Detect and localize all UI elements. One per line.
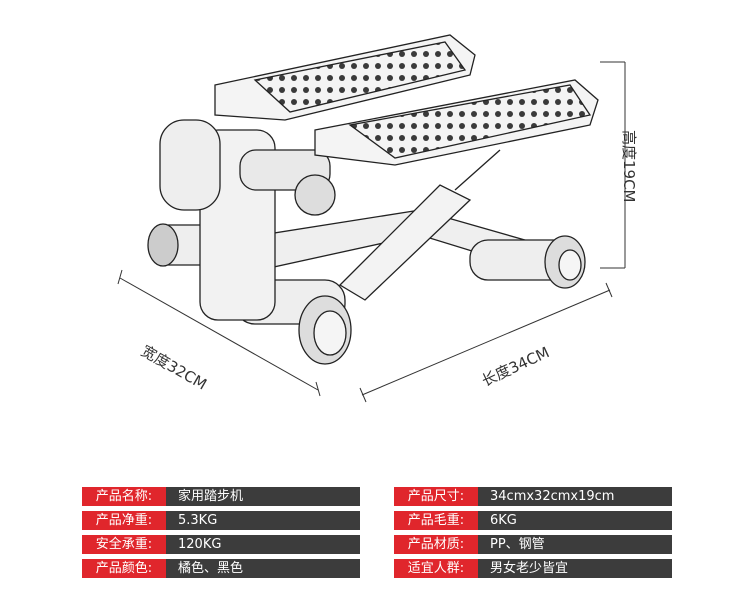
spec-row: 产品毛重: 6KG <box>394 511 672 530</box>
spec-row: 适宜人群: 男女老少皆宜 <box>394 559 672 578</box>
spec-key: 产品名称: <box>82 487 166 506</box>
spec-row: 产品尺寸: 34cmx32cmx19cm <box>394 487 672 506</box>
spec-value: 34cmx32cmx19cm <box>478 487 672 506</box>
spec-key: 安全承重: <box>82 535 166 554</box>
spec-value: 男女老少皆宜 <box>478 559 672 578</box>
spec-key: 产品材质: <box>394 535 478 554</box>
spec-value: 橘色、黑色 <box>166 559 360 578</box>
stepper-illustration <box>117 34 626 403</box>
spec-value: 家用踏步机 <box>166 487 360 506</box>
spec-key: 产品尺寸: <box>394 487 478 506</box>
spec-key: 产品净重: <box>82 511 166 530</box>
height-dimension-label: 高度19CM <box>620 130 638 203</box>
spec-key: 产品颜色: <box>82 559 166 578</box>
spec-value: 120KG <box>166 535 360 554</box>
spec-row: 产品名称: 家用踏步机 <box>82 487 360 506</box>
spec-row: 产品材质: PP、钢管 <box>394 535 672 554</box>
spec-value: PP、钢管 <box>478 535 672 554</box>
spec-table-left: 产品名称: 家用踏步机 产品净重: 5.3KG 安全承重: 120KG 产品颜色… <box>82 487 360 583</box>
spec-table-right: 产品尺寸: 34cmx32cmx19cm 产品毛重: 6KG 产品材质: PP、… <box>394 487 672 583</box>
spec-value: 5.3KG <box>166 511 360 530</box>
spec-row: 产品颜色: 橘色、黑色 <box>82 559 360 578</box>
spec-row: 产品净重: 5.3KG <box>82 511 360 530</box>
spec-value: 6KG <box>478 511 672 530</box>
spec-row: 安全承重: 120KG <box>82 535 360 554</box>
spec-key: 适宜人群: <box>394 559 478 578</box>
spec-key: 产品毛重: <box>394 511 478 530</box>
